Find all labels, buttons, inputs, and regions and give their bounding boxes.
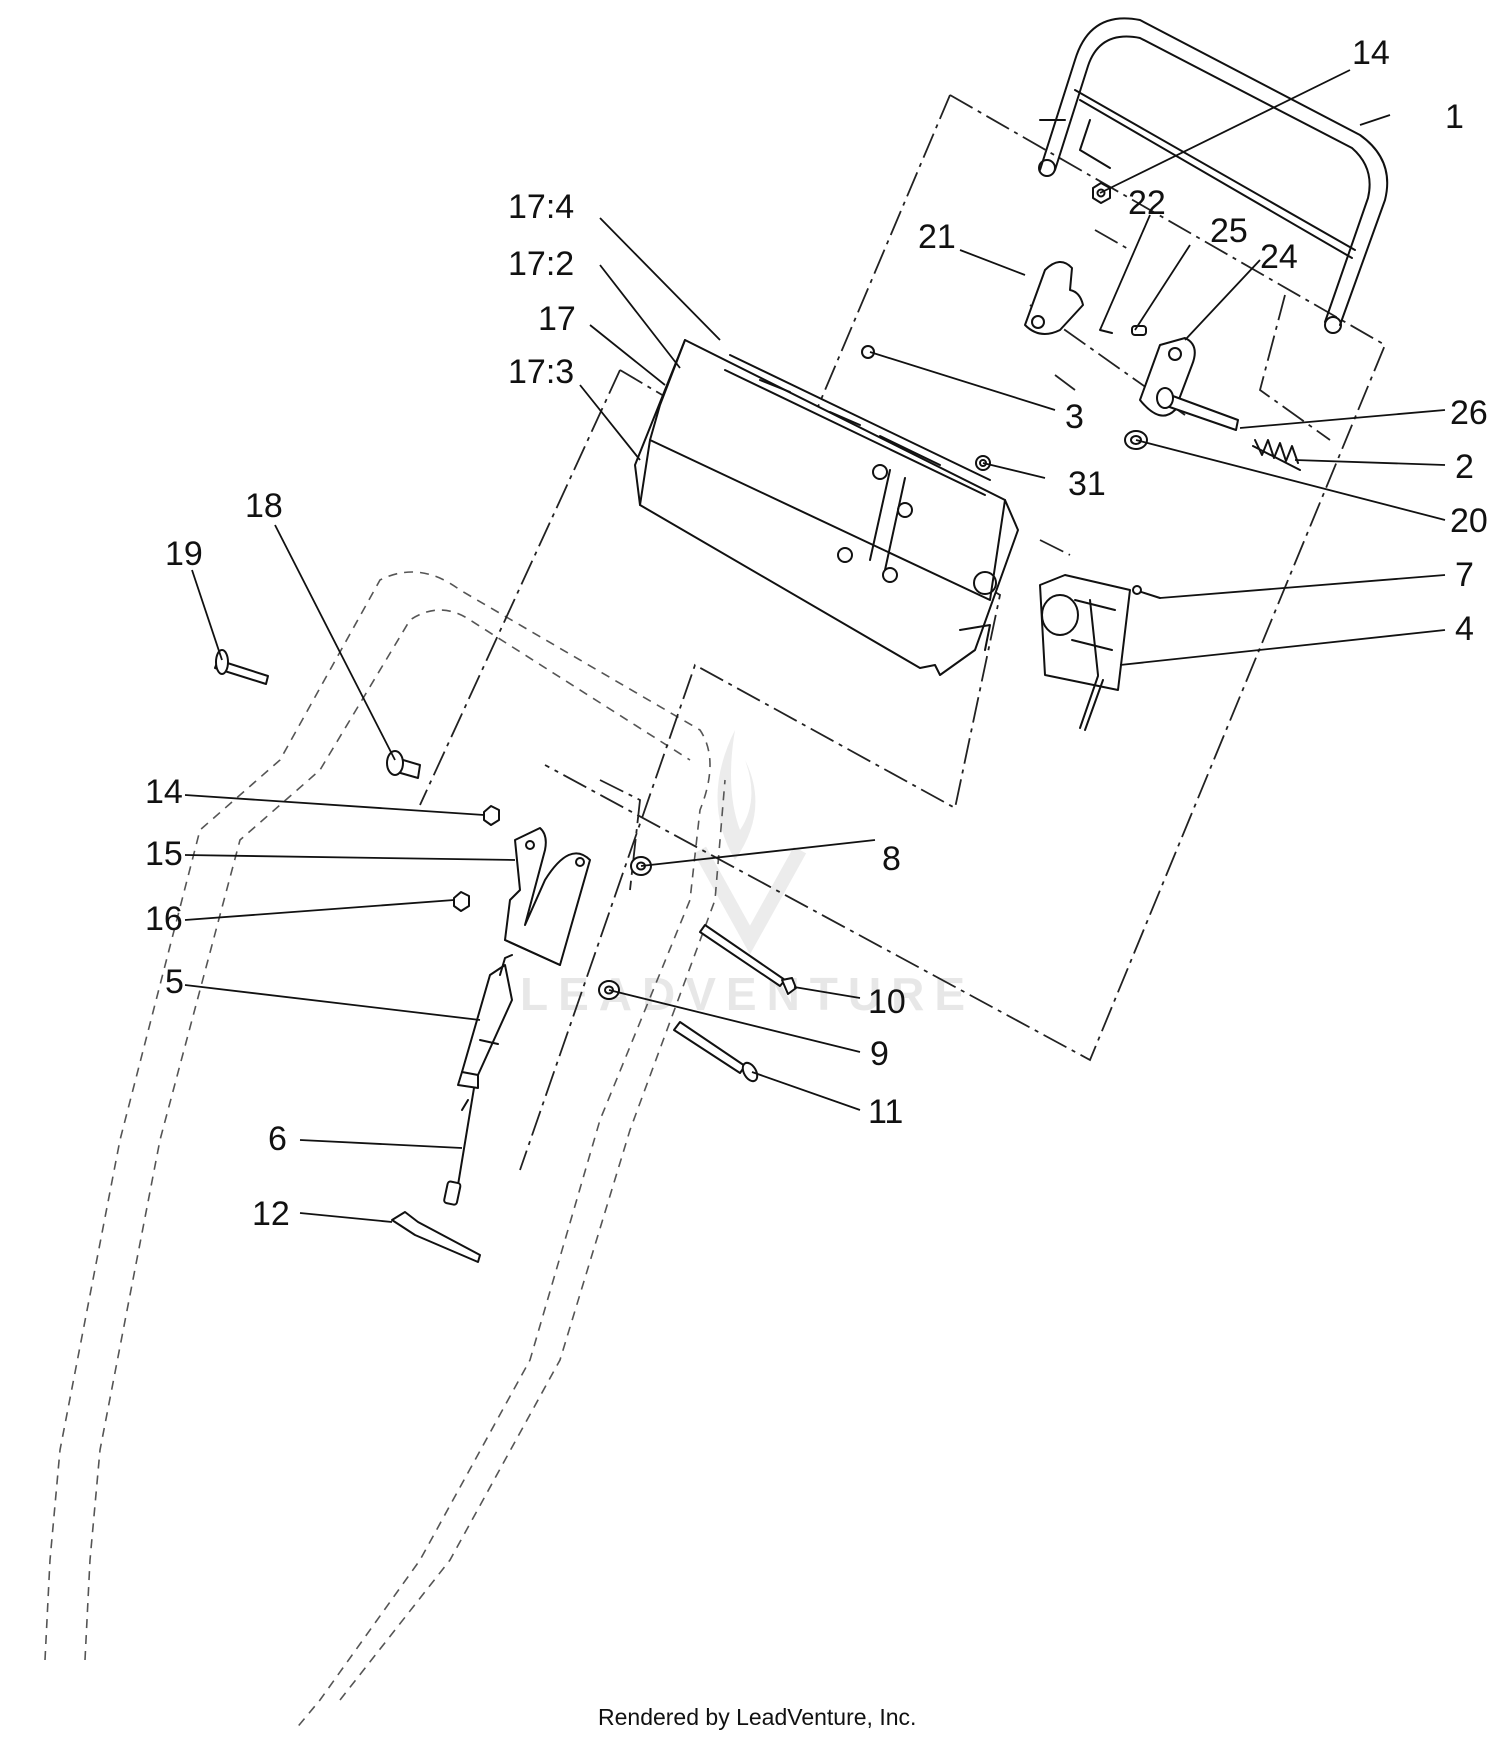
callout-10: 10 (868, 983, 906, 1021)
part-26-rod (1156, 387, 1239, 431)
watermark-text: LEADVENTURE (520, 968, 975, 1020)
callouts: 1 14 21 22 25 24 17:4 17:2 17 17:3 3 31 … (145, 34, 1488, 1233)
part-5-cable (457, 954, 513, 1089)
part-8-washer (630, 856, 652, 876)
callout-16: 16 (145, 900, 183, 938)
part-4-switch (1039, 574, 1131, 731)
callout-18: 18 (245, 487, 283, 525)
callout-14-left: 14 (145, 773, 183, 811)
callout-8: 8 (882, 840, 901, 878)
part-16-nut (453, 891, 470, 912)
callout-25: 25 (1210, 212, 1248, 250)
callout-9: 9 (870, 1035, 889, 1073)
part-25-bushing (1131, 325, 1147, 336)
callout-26: 26 (1450, 394, 1488, 432)
callout-15: 15 (145, 835, 183, 873)
render-credit: Rendered by LeadVenture, Inc. (598, 1704, 916, 1730)
part-18-shoulder-bolt (386, 750, 421, 779)
part-14-nut-left (483, 805, 500, 826)
callout-17-2: 17:2 (508, 245, 574, 283)
callout-5: 5 (165, 963, 184, 1001)
callout-17-4: 17:4 (508, 188, 574, 226)
callout-1: 1 (1445, 98, 1464, 136)
callout-3: 3 (1065, 398, 1084, 436)
callout-20: 20 (1450, 502, 1488, 540)
callout-17-3: 17:3 (508, 353, 574, 391)
part-22-pin (1099, 329, 1113, 334)
part-3-screw (861, 345, 875, 359)
callout-12: 12 (252, 1195, 290, 1233)
part-17-control-panel (634, 339, 1019, 676)
callout-2: 2 (1455, 448, 1474, 486)
callout-19: 19 (165, 535, 203, 573)
callout-17: 17 (538, 300, 576, 338)
part-15-bracket (504, 827, 591, 966)
part-10-bolt (699, 924, 797, 995)
part-6-rod (443, 1087, 475, 1206)
part-19-bolt (214, 649, 269, 685)
callout-14-top: 14 (1352, 34, 1390, 72)
callout-11: 11 (868, 1093, 903, 1131)
callout-4: 4 (1455, 610, 1474, 648)
part-11-bolt (673, 1021, 759, 1083)
callout-24: 24 (1260, 238, 1298, 276)
lower-handle-phantom (44, 571, 726, 1731)
part-21-latch (1024, 261, 1084, 335)
callout-7: 7 (1455, 556, 1474, 594)
leader-lines (184, 69, 1446, 1223)
callout-6: 6 (268, 1120, 287, 1158)
callout-21: 21 (918, 218, 956, 256)
part-12-grip (391, 1211, 481, 1263)
leadventure-watermark: LEADVENTURE (520, 730, 975, 1020)
callout-31: 31 (1068, 465, 1106, 503)
part-2-spring (1252, 439, 1301, 471)
part-1-upper-bail (1038, 17, 1389, 334)
part-7-screw (1132, 585, 1161, 599)
callout-22: 22 (1128, 184, 1166, 222)
